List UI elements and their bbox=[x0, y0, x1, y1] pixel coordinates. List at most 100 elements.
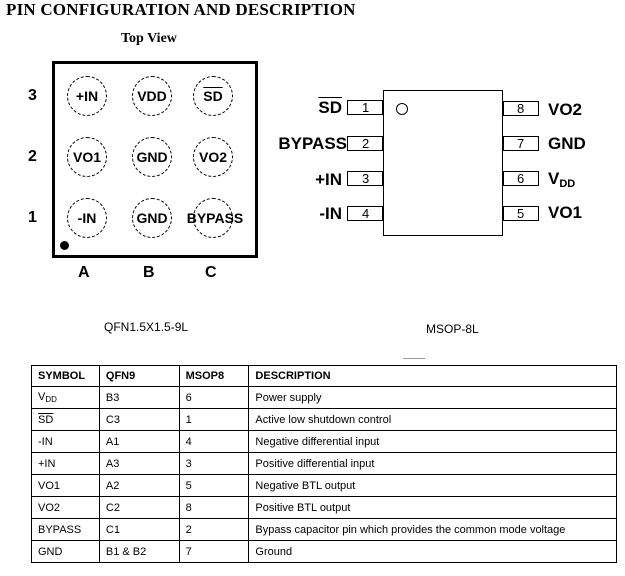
table-row: GND B1 & B2 7 Ground bbox=[31, 540, 617, 563]
qfn-pad-c1 bbox=[193, 198, 233, 238]
msop-pin-number: 3 bbox=[362, 171, 370, 186]
qfn-pad-label: VDD bbox=[137, 88, 167, 104]
qfn-pad-a1 bbox=[67, 198, 107, 238]
table-header-row: SYMBOL QFN9 MSOP8 DESCRIPTION bbox=[31, 365, 617, 387]
table-cell-desc: Bypass capacitor pin which provides the … bbox=[248, 518, 617, 541]
qfn-pad-b2 bbox=[132, 137, 172, 177]
qfn-col-label: A bbox=[78, 264, 90, 281]
msop-pin-box bbox=[503, 136, 539, 151]
table-cell-desc: Positive differential input bbox=[248, 452, 617, 475]
table-cell-msop: 4 bbox=[178, 430, 250, 453]
table-cell-qfn: A2 bbox=[98, 474, 180, 497]
qfn-row-label: 1 bbox=[28, 209, 37, 226]
table-header-cell: MSOP8 bbox=[178, 365, 250, 387]
table-row: VO2 C2 8 Positive BTL output bbox=[31, 496, 617, 519]
msop-pin-number: 5 bbox=[517, 206, 525, 221]
msop-pin-box bbox=[503, 101, 539, 116]
table-row: VO1 A2 5 Negative BTL output bbox=[31, 474, 617, 497]
table-cell-symbol: BYPASS bbox=[31, 518, 100, 541]
table-cell-desc: Negative differential input bbox=[248, 430, 617, 453]
msop-pin-box bbox=[347, 136, 383, 151]
msop-pin-number: 4 bbox=[362, 206, 370, 221]
qfn-pad-label: -IN bbox=[77, 210, 97, 226]
divider bbox=[403, 358, 425, 359]
table-cell-symbol: VO1 bbox=[31, 474, 100, 497]
table-cell-qfn: A1 bbox=[98, 430, 180, 453]
qfn-col-label: C bbox=[205, 264, 217, 281]
table-row: -IN A1 4 Negative differential input bbox=[31, 430, 617, 453]
table-cell-symbol: VO2 bbox=[31, 496, 100, 519]
table-cell-qfn: C2 bbox=[98, 496, 180, 519]
msop-caption: MSOP-8L bbox=[426, 322, 479, 336]
table-header-cell: QFN9 bbox=[98, 365, 180, 387]
table-cell-desc: Power supply bbox=[248, 386, 617, 409]
msop-pin-number: 7 bbox=[517, 136, 525, 151]
qfn-pad-a2 bbox=[67, 137, 107, 177]
qfn-pad-label: SD bbox=[203, 88, 223, 104]
msop-pin-name: SD bbox=[318, 98, 342, 117]
msop-pin-name: VDD bbox=[548, 169, 575, 190]
table-cell-desc: Negative BTL output bbox=[248, 474, 617, 497]
table-cell-msop: 8 bbox=[178, 496, 250, 519]
table-row: BYPASS C1 2 Bypass capacitor pin which p… bbox=[31, 518, 617, 541]
qfn-pad-label: GND bbox=[136, 210, 168, 226]
page-title: PIN CONFIGURATION AND DESCRIPTION bbox=[6, 0, 356, 19]
qfn-pad-a3 bbox=[67, 76, 107, 116]
table-cell-msop: 6 bbox=[178, 386, 250, 409]
table-cell-desc: Positive BTL output bbox=[248, 496, 617, 519]
table-cell-qfn: B3 bbox=[98, 386, 180, 409]
msop-pin-name: -IN bbox=[319, 204, 342, 223]
msop-pin-number: 2 bbox=[362, 136, 370, 151]
qfn-pad-b3 bbox=[132, 76, 172, 116]
table-header-cell: DESCRIPTION bbox=[248, 365, 617, 387]
table-row: VDD B3 6 Power supply bbox=[31, 386, 617, 409]
msop-pin-box bbox=[347, 171, 383, 186]
msop-pin-box bbox=[347, 100, 383, 115]
symbol-main: V bbox=[38, 391, 46, 403]
table-cell-msop: 2 bbox=[178, 518, 250, 541]
pin1-notch-icon bbox=[396, 103, 408, 115]
table-header-cell: SYMBOL bbox=[31, 365, 100, 387]
table-row: SD C3 1 Active low shutdown control bbox=[31, 408, 617, 431]
qfn-pad-c3 bbox=[193, 76, 233, 116]
table-cell-msop: 3 bbox=[178, 452, 250, 475]
pin-description-table: SYMBOL QFN9 MSOP8 DESCRIPTION VDD B3 6 P… bbox=[31, 365, 617, 563]
msop-pin-name-main: V bbox=[548, 169, 560, 188]
table-cell-msop: 1 bbox=[178, 408, 250, 431]
qfn-pad-label: BYPASS bbox=[186, 210, 244, 226]
symbol-sub: DD bbox=[45, 395, 57, 404]
table-cell-qfn: A3 bbox=[98, 452, 180, 475]
qfn-pad-label: GND bbox=[136, 149, 168, 165]
msop-pin-number: 1 bbox=[362, 100, 370, 115]
qfn-row-label: 3 bbox=[28, 87, 37, 104]
table-cell-symbol: SD bbox=[31, 408, 100, 431]
msop-pin-name-sub: DD bbox=[559, 178, 576, 190]
top-view-label: Top View bbox=[121, 31, 177, 46]
qfn-pad-label: VO1 bbox=[72, 149, 102, 165]
table-row: +IN A3 3 Positive differential input bbox=[31, 452, 617, 475]
msop-pin-box bbox=[347, 206, 383, 221]
qfn-pad-c2 bbox=[193, 137, 233, 177]
table-cell-msop: 7 bbox=[178, 540, 250, 563]
msop-package-outline bbox=[383, 90, 503, 236]
qfn-pad-label: +IN bbox=[75, 88, 99, 104]
qfn-pad-b1 bbox=[132, 198, 172, 238]
qfn-package-outline bbox=[52, 61, 258, 258]
msop-pin-name: VO2 bbox=[548, 100, 583, 119]
msop-pin-name: GND bbox=[548, 134, 586, 153]
qfn-caption: QFN1.5X1.5-9L bbox=[104, 320, 189, 334]
table-cell-symbol: +IN bbox=[31, 452, 100, 475]
table-cell-symbol: GND bbox=[31, 540, 100, 563]
qfn-pad-label: VO2 bbox=[198, 149, 228, 165]
table-cell-qfn: B1 & B2 bbox=[98, 540, 180, 563]
msop-pin-number: 6 bbox=[517, 171, 525, 186]
table-cell-qfn: C3 bbox=[98, 408, 180, 431]
table-cell-qfn: C1 bbox=[98, 518, 180, 541]
msop-pin-box bbox=[503, 206, 539, 221]
msop-pin-name: +IN bbox=[315, 170, 342, 189]
table-cell-symbol: VDD bbox=[31, 386, 100, 409]
table-cell-desc: Ground bbox=[248, 540, 617, 563]
symbol-text: SD bbox=[38, 413, 54, 426]
table-cell-msop: 5 bbox=[178, 474, 250, 497]
qfn-row-label: 2 bbox=[28, 148, 37, 165]
